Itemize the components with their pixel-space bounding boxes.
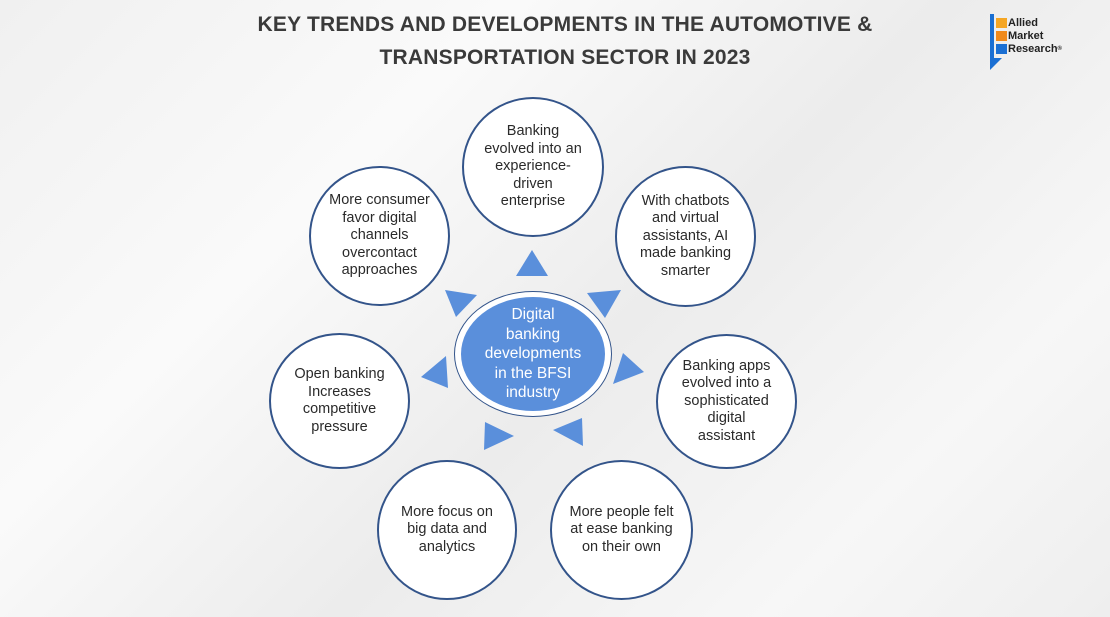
node-bottom-left-line: More focus on [401,503,493,520]
arrow-bottom-right-icon [553,418,583,446]
logo-text-1: Allied [1008,17,1038,29]
node-left-line: competitive [302,401,377,417]
node-top-left-line: overcontact [342,244,417,261]
node-right: Banking apps evolved into a sophisticate… [656,334,797,469]
node-bottom-left: More focus on big data and analytics [377,460,517,600]
center-line: industry [505,384,561,402]
center-line: developments [484,345,582,363]
node-left: Open banking Increases competitive press… [269,333,410,469]
node-top-left: More consumer favor digital channels ove… [309,166,450,306]
node-top-line: evolved into an [484,140,582,157]
node-top-left-line: approaches [341,262,418,279]
center-line: Digital [511,306,555,324]
node-bottom-right-line: on their own [581,538,661,555]
node-bottom-left-line: analytics [418,538,476,555]
node-top-right-line: made banking [639,245,732,262]
node-top: Banking evolved into an experience- driv… [462,97,604,237]
title-line-1: KEY TRENDS AND DEVELOPMENTS IN THE AUTOM… [257,13,873,36]
node-top-right-line: assistants, AI [642,227,729,244]
center-line: banking [505,325,561,343]
logo-text-3: Research® [1008,43,1062,55]
node-left-line: Increases [308,383,371,400]
logo-square-2 [996,31,1007,41]
node-bottom-right-line: More people felt [569,503,674,520]
node-top-left-line: channels [350,227,409,244]
node-right-line: evolved into a [681,375,772,392]
node-top-line: driven [513,175,553,192]
node-bottom-left-line: big data and [407,521,487,538]
node-bottom-right: More people felt at ease banking on thei… [550,460,693,600]
logo-bar [990,14,994,64]
arrow-bottom-left-icon [484,422,514,450]
logo-registered-mark: ® [1057,46,1062,52]
node-top-line: experience- [495,158,571,175]
node-top-right-line: With chatbots [641,192,730,209]
logo-text-2: Market [1008,30,1044,42]
node-top-left-line: More consumer [329,192,430,209]
allied-market-research-logo: Allied Market Research® [990,14,1090,70]
logo-speech-tail [990,58,1002,70]
node-top-right-line: and virtual [652,210,719,227]
node-top-line: Banking [506,123,560,140]
arrow-top-left-icon [445,290,477,317]
logo-square-3 [996,44,1007,54]
center-line: in the BFSI [494,364,572,382]
arrow-top-icon [516,250,548,276]
arrow-top-right-icon [587,290,621,318]
node-left-line: pressure [311,418,368,435]
arrow-left-icon [421,356,448,388]
center-node: Digital banking developments in the BFSI… [461,297,605,411]
logo-square-1 [996,18,1007,28]
node-right-line: digital [707,410,746,427]
node-left-line: Open banking [294,366,385,382]
node-right-line: assistant [697,427,756,444]
node-top-line: enterprise [500,193,566,210]
logo-text-3-word: Research [1008,43,1058,55]
node-top-right: With chatbots and virtual assistants, AI… [615,166,756,307]
title-line-2: TRANSPORTATION SECTOR IN 2023 [379,46,751,69]
node-top-right-line: smarter [660,262,711,279]
page-title: KEY TRENDS AND DEVELOPMENTS IN THE AUTOM… [150,8,980,74]
node-right-line: sophisticated [684,392,769,409]
node-right-line: Banking apps [682,357,771,374]
node-bottom-right-line: at ease banking [570,521,673,538]
arrow-right-icon [613,353,644,384]
node-top-left-line: favor digital [342,209,417,226]
